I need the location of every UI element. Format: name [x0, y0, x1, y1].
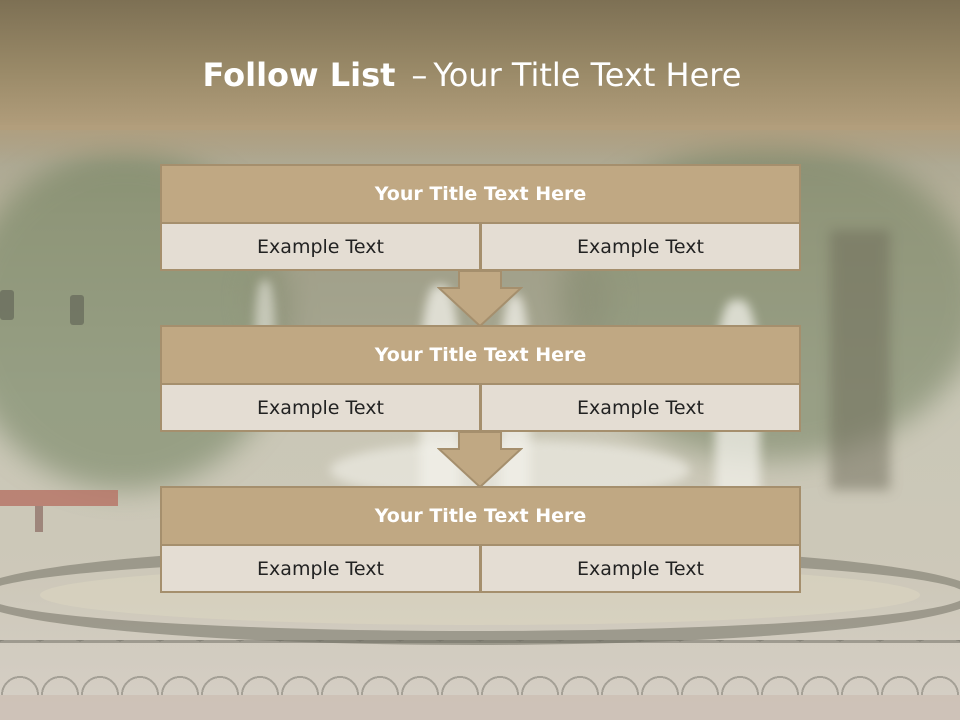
slide-title-rest: Your Title Text Here	[433, 56, 742, 94]
step-cell-left: Example Text	[162, 385, 479, 430]
slide-title-bold: Follow List	[202, 56, 396, 94]
fence-rail	[0, 640, 960, 643]
iron-fence	[0, 640, 960, 695]
tree-trunk	[830, 230, 890, 490]
header-fade	[0, 125, 960, 165]
down-arrow-icon	[437, 271, 523, 327]
step-box-3: Your Title Text Here Example Text Exampl…	[160, 486, 801, 593]
step-title: Your Title Text Here	[162, 166, 799, 222]
park-bench	[0, 490, 118, 506]
street-lamp	[70, 295, 84, 325]
step-cell-right: Example Text	[482, 224, 799, 269]
step-title: Your Title Text Here	[162, 488, 799, 544]
step-box-1: Your Title Text Here Example Text Exampl…	[160, 164, 801, 271]
step-box-2: Your Title Text Here Example Text Exampl…	[160, 325, 801, 432]
step-cell-left: Example Text	[162, 224, 479, 269]
header-band	[0, 0, 960, 130]
slide-title-dash: –	[411, 56, 428, 94]
step-cell-right: Example Text	[482, 385, 799, 430]
step-cell-left: Example Text	[162, 546, 479, 591]
pavement	[0, 695, 960, 720]
down-arrow-icon	[437, 432, 523, 488]
street-lamp	[0, 290, 14, 320]
step-cell-right: Example Text	[482, 546, 799, 591]
step-title: Your Title Text Here	[162, 327, 799, 383]
park-bench-leg	[35, 506, 43, 532]
slide-title: Follow List–Your Title Text Here	[0, 55, 944, 95]
